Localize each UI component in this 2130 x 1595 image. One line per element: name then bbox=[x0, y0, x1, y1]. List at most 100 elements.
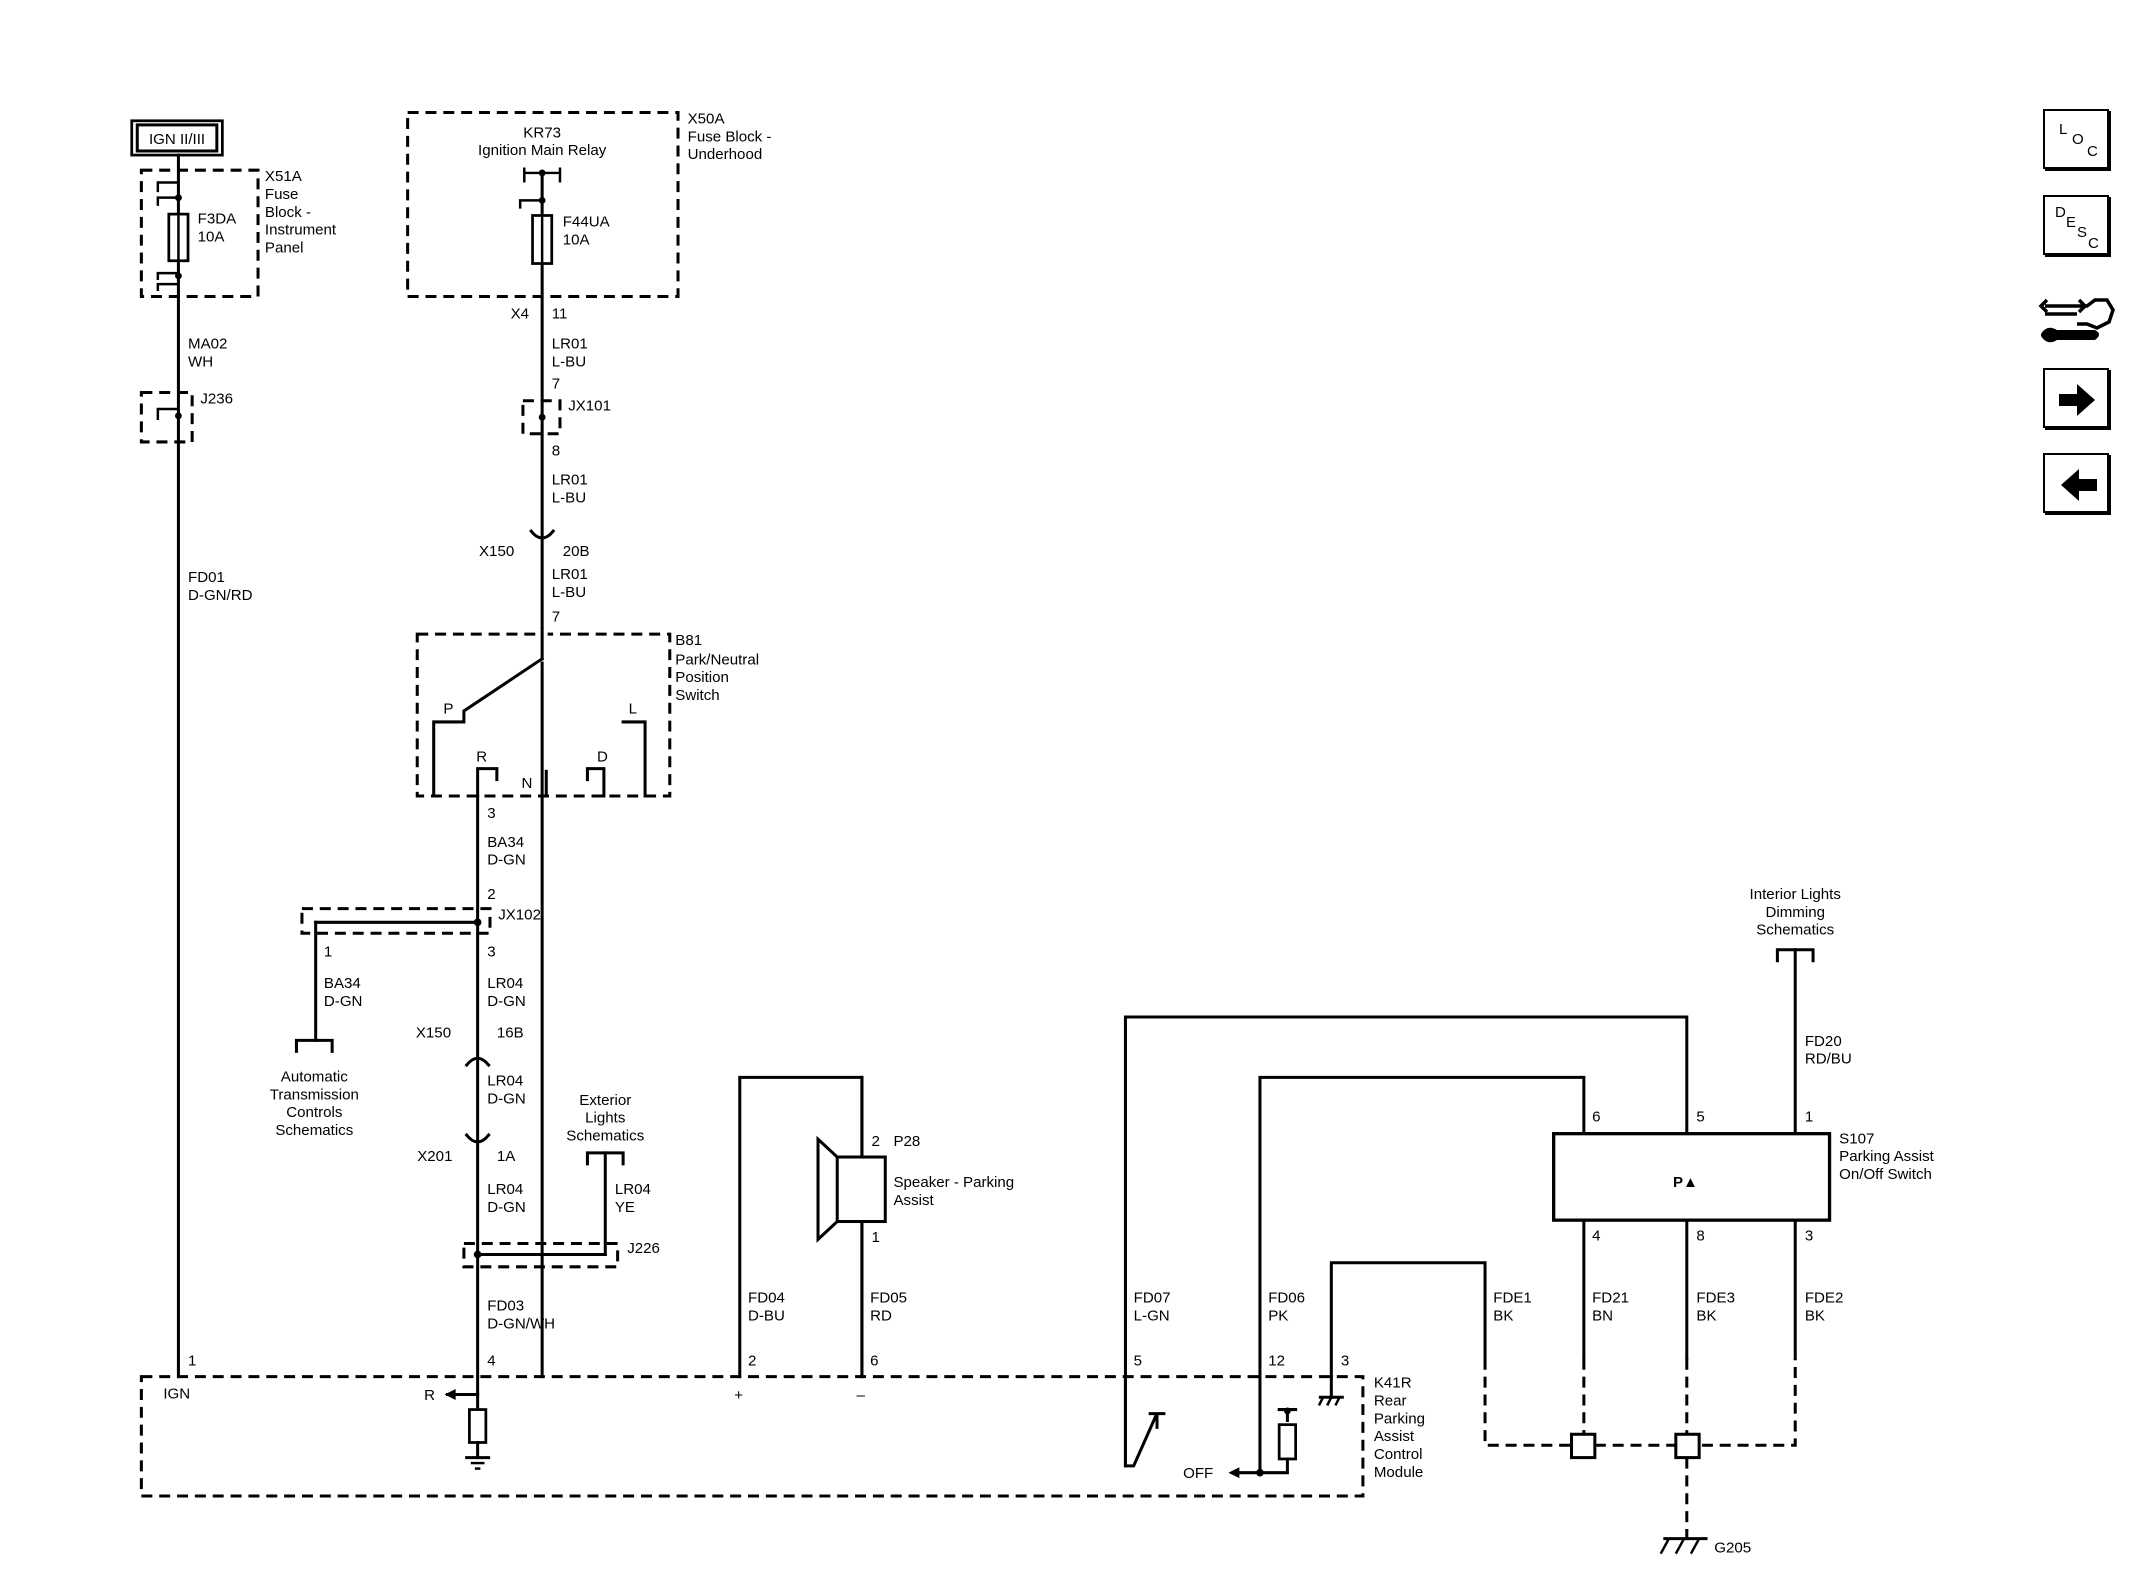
speaker-pin-top: 2 bbox=[872, 1133, 880, 1150]
wire-fde3-color: BK bbox=[1696, 1307, 1716, 1324]
k41r-minus-label: – bbox=[856, 1387, 865, 1404]
wire-fd04-circuit: FD04 bbox=[748, 1290, 785, 1307]
connector-jx101 bbox=[521, 399, 562, 436]
splice-j226 bbox=[462, 1241, 620, 1269]
previous-page-button[interactable] bbox=[2043, 453, 2109, 513]
fuse-block-ip-id: X51A bbox=[265, 168, 303, 185]
wire-fd21-color: BN bbox=[1592, 1307, 1613, 1324]
k41r-pin2: 2 bbox=[748, 1353, 756, 1370]
wire-fde1-color: BK bbox=[1493, 1307, 1513, 1324]
ext-lights-ref: Exterior bbox=[579, 1092, 631, 1109]
switch-s107-id: S107 bbox=[1839, 1130, 1874, 1147]
wire-ba34-left-circuit: BA34 bbox=[324, 975, 361, 992]
wire-fd20-color: RD/BU bbox=[1805, 1051, 1852, 1068]
wire-fd03-circuit: FD03 bbox=[487, 1298, 524, 1315]
wire-fd06-circuit: FD06 bbox=[1268, 1290, 1305, 1307]
wire-fde2-color: BK bbox=[1805, 1307, 1825, 1324]
pn-switch-wiper bbox=[432, 656, 545, 798]
fuse-block-ip-name-4: Panel bbox=[265, 240, 304, 257]
wire-fde2-circuit: FDE2 bbox=[1805, 1290, 1844, 1307]
relay-kr73-id: KR73 bbox=[523, 124, 561, 141]
k41r-ground-icon bbox=[1317, 1375, 1344, 1406]
connector-x4: X4 bbox=[511, 305, 529, 322]
connector-x150-b bbox=[464, 1056, 491, 1068]
location-button[interactable]: L O C bbox=[2043, 109, 2109, 169]
module-k41r-name-4: Control bbox=[1374, 1446, 1423, 1463]
wire-lr01-c-color: L-BU bbox=[552, 584, 586, 601]
atc-reference bbox=[294, 1038, 334, 1053]
wire-fd05-color: RD bbox=[870, 1307, 892, 1324]
wire-lr04-ye-circuit: LR04 bbox=[615, 1181, 651, 1198]
connector-x150-b-label: X150 bbox=[416, 1025, 451, 1042]
fuse-f44ua-label: F44UA bbox=[563, 213, 611, 230]
atc-ref-label-4: Schematics bbox=[275, 1122, 353, 1139]
wire-lr04-a-color: D-GN bbox=[487, 993, 526, 1010]
module-k41r-name: Rear bbox=[1374, 1392, 1407, 1409]
wire-lr01-c-circuit: LR01 bbox=[552, 566, 588, 583]
pn-switch-d: D bbox=[597, 749, 608, 766]
pn-switch-name: Park/Neutral bbox=[675, 651, 759, 668]
wire-ma02-circuit: MA02 bbox=[188, 336, 227, 353]
wire-ba34-circuit: BA34 bbox=[487, 834, 524, 851]
connector-x201-pin: 1A bbox=[497, 1148, 516, 1165]
b81-pin-in: 7 bbox=[552, 609, 560, 626]
pn-switch-id: B81 bbox=[675, 632, 702, 649]
wire-fd07-color: L-GN bbox=[1134, 1307, 1170, 1324]
connector-x201-label: X201 bbox=[417, 1148, 452, 1165]
atc-ref-label-3: Controls bbox=[286, 1104, 342, 1121]
speaker-name-2: Assist bbox=[893, 1192, 934, 1209]
wire-ba34-left-color: D-GN bbox=[324, 993, 363, 1010]
fuse-block-uh-name-2: Underhood bbox=[688, 146, 763, 163]
chassis-ground-icon bbox=[465, 1456, 491, 1470]
splice-j226-label: J226 bbox=[627, 1240, 660, 1257]
fuse-block-ip bbox=[139, 168, 260, 298]
wire-fd04-color: D-BU bbox=[748, 1307, 785, 1324]
speaker-id: P28 bbox=[893, 1133, 920, 1150]
s107-pin5: 5 bbox=[1696, 1108, 1704, 1125]
fuse-f3da-rating: 10A bbox=[198, 229, 226, 246]
k41r-plus-label: + bbox=[734, 1387, 743, 1404]
dimming-ref: Interior Lights bbox=[1750, 886, 1841, 903]
wire-lr04-b-color: D-GN bbox=[487, 1090, 526, 1107]
parking-assist-icon: P▲ bbox=[1673, 1174, 1698, 1191]
speaker-p28 bbox=[835, 1155, 887, 1224]
next-page-button[interactable] bbox=[2043, 368, 2109, 428]
wire-fd21-circuit: FD21 bbox=[1592, 1290, 1629, 1307]
fuse-block-uh-id: X50A bbox=[688, 111, 726, 128]
fuse-block-uh-name: Fuse Block - bbox=[688, 128, 772, 145]
connector-repair-icon[interactable] bbox=[2037, 278, 2117, 350]
wire-fd20-circuit: FD20 bbox=[1805, 1033, 1842, 1050]
desc-letter-d: D bbox=[2055, 204, 2066, 221]
connector-jx102 bbox=[300, 907, 492, 935]
ground-g205-label: G205 bbox=[1714, 1539, 1751, 1556]
wire-fd03-color: D-GN/WH bbox=[487, 1316, 555, 1333]
module-k41r-id: K41R bbox=[1374, 1375, 1412, 1392]
dimming-ref-2: Dimming bbox=[1765, 904, 1824, 921]
ground-g205-icon bbox=[1659, 1530, 1708, 1555]
wire-lr04-c-color: D-GN bbox=[487, 1199, 526, 1216]
wire-fd07-circuit: FD07 bbox=[1134, 1290, 1171, 1307]
splice-j236 bbox=[139, 391, 194, 444]
k41r-pin1: 1 bbox=[188, 1353, 196, 1370]
k41r-pullup-resistor bbox=[1277, 1423, 1298, 1461]
wire-lr01-a-color: L-BU bbox=[552, 353, 586, 370]
switch-s107-name-2: On/Off Switch bbox=[1839, 1166, 1932, 1183]
s107-pin4: 4 bbox=[1592, 1228, 1600, 1245]
pn-switch-p: P bbox=[443, 701, 453, 718]
pn-switch-l: L bbox=[629, 701, 637, 718]
connector-x150-b-pin: 16B bbox=[497, 1025, 524, 1042]
connector-jx102-label: JX102 bbox=[498, 907, 541, 924]
splice-j236-label: J236 bbox=[200, 391, 233, 408]
k41r-pin4: 4 bbox=[487, 1353, 495, 1370]
k41r-pin6: 6 bbox=[870, 1353, 878, 1370]
speaker-name: Speaker - Parking bbox=[893, 1174, 1014, 1191]
pn-switch-r: R bbox=[476, 749, 487, 766]
wire-ba34-color: D-GN bbox=[487, 852, 526, 869]
arrow-right-icon bbox=[2059, 384, 2095, 416]
wire-fd01-circuit: FD01 bbox=[188, 569, 225, 586]
wire-lr01-b-circuit: LR01 bbox=[552, 471, 588, 488]
description-button[interactable]: D E S C bbox=[2043, 195, 2109, 255]
wire-lr01-a-circuit: LR01 bbox=[552, 336, 588, 353]
loc-letter-c: C bbox=[2087, 143, 2098, 160]
connector-jx101-label: JX101 bbox=[568, 397, 611, 414]
